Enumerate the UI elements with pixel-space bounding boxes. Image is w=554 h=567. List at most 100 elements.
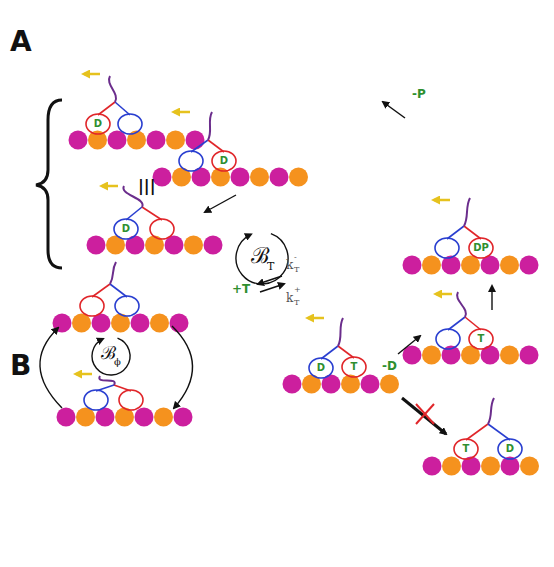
head-ring (454, 439, 478, 459)
tubulin-bead (174, 408, 193, 427)
tubulin-bead (135, 408, 154, 427)
cycle-subscript: ϕ (114, 357, 121, 367)
transition-arrow (260, 284, 284, 292)
tubulin-bead (422, 346, 441, 365)
load-force-arrow (102, 185, 118, 188)
neck-linker (465, 317, 481, 330)
transition-arrow (383, 102, 405, 118)
tubulin-bead (231, 168, 250, 187)
head-ring (309, 358, 333, 378)
rate-subscript: T (294, 266, 299, 274)
release-label: -D (382, 360, 397, 372)
tubulin-bead (361, 375, 380, 394)
neck-linker (126, 207, 142, 220)
tubulin-bead (380, 375, 399, 394)
tubulin-bead (53, 314, 72, 333)
load-force-arrow (308, 317, 324, 320)
motor-state (283, 318, 400, 394)
motor-state (423, 398, 540, 476)
neck-linker (447, 226, 464, 239)
motor-head (436, 329, 460, 349)
motor-state (403, 198, 539, 275)
load-force-arrow (174, 111, 190, 114)
neck-linker (92, 284, 110, 297)
rate-constant: k (286, 292, 293, 304)
tubulin-bead (481, 457, 500, 476)
coiled-coil-tail (457, 292, 466, 317)
tubulin-bead (520, 256, 539, 275)
release-label: -P (412, 88, 426, 100)
tubulin-bead (204, 236, 223, 255)
head-ring (342, 357, 366, 377)
nucleotide-state: T (478, 334, 485, 344)
cycle-arrow (236, 234, 288, 284)
motor-state (53, 262, 189, 333)
motor-state (403, 292, 539, 365)
tubulin-bead (69, 131, 88, 150)
motor-head: D (211, 150, 237, 172)
tubulin-bead (520, 346, 539, 365)
load-force-arrow (84, 73, 100, 76)
panel-letter: A (10, 28, 32, 56)
motor-head: DP (468, 237, 494, 259)
coiled-coil-tail (109, 76, 116, 102)
tubulin-bead (250, 168, 269, 187)
cycle-symbol: ℬ (251, 245, 269, 267)
tubulin-bead (147, 131, 166, 150)
motor-head: T (341, 356, 367, 378)
tubulin-bead (150, 314, 169, 333)
tubulin-bead (500, 346, 519, 365)
neck-linker (448, 317, 465, 330)
neck-linker (488, 424, 510, 440)
rate-superscript: - (294, 254, 297, 262)
coiled-coil-tail (110, 262, 116, 284)
nucleotide-state: T (463, 444, 470, 454)
motor-head: T (468, 328, 494, 350)
transition-arrow (398, 336, 420, 354)
cycle-subscript: T (267, 261, 274, 272)
tubulin-bead (283, 375, 302, 394)
loop-arrow (40, 328, 62, 408)
tubulin-bead (422, 256, 441, 275)
nucleotide-state: DP (473, 243, 489, 253)
equivalence-sign: ||| (138, 178, 156, 194)
coiled-coil-tail (338, 318, 343, 346)
panel-letter: B (10, 352, 31, 380)
tubulin-bead (72, 314, 91, 333)
neck-linker (466, 424, 488, 440)
nucleotide-state: D (317, 363, 325, 373)
rate-subscript: T (294, 299, 299, 307)
nucleotide-state: D (506, 444, 514, 454)
rate-superscript: + (294, 286, 301, 294)
neck-linker (142, 207, 162, 220)
neck-linker (338, 346, 354, 358)
load-force-arrow (434, 199, 450, 202)
tubulin-bead (461, 256, 480, 275)
nucleotide-state: D (220, 156, 228, 166)
motor-head (118, 114, 142, 134)
motor-head (80, 296, 104, 316)
tubulin-bead (166, 131, 185, 150)
neck-linker (191, 140, 208, 152)
motor-head: D (113, 218, 139, 240)
load-force-arrow (76, 373, 92, 376)
tubulin-bead (186, 131, 205, 150)
neck-linker (208, 140, 224, 152)
coiled-coil-tail (99, 376, 114, 385)
tubulin-bead (57, 408, 76, 427)
curly-brace (36, 100, 62, 268)
head-ring (469, 238, 493, 258)
motor-head: T (453, 438, 479, 460)
head-ring (212, 151, 236, 171)
motor-head: D (85, 113, 111, 135)
motor-head (84, 390, 108, 410)
head-ring (469, 329, 493, 349)
motor-head (150, 219, 174, 239)
tubulin-bead (423, 457, 442, 476)
substrate-label: +T (232, 283, 250, 295)
tubulin-bead (170, 314, 189, 333)
cross-mark (416, 404, 434, 424)
neck-linker (98, 102, 115, 115)
